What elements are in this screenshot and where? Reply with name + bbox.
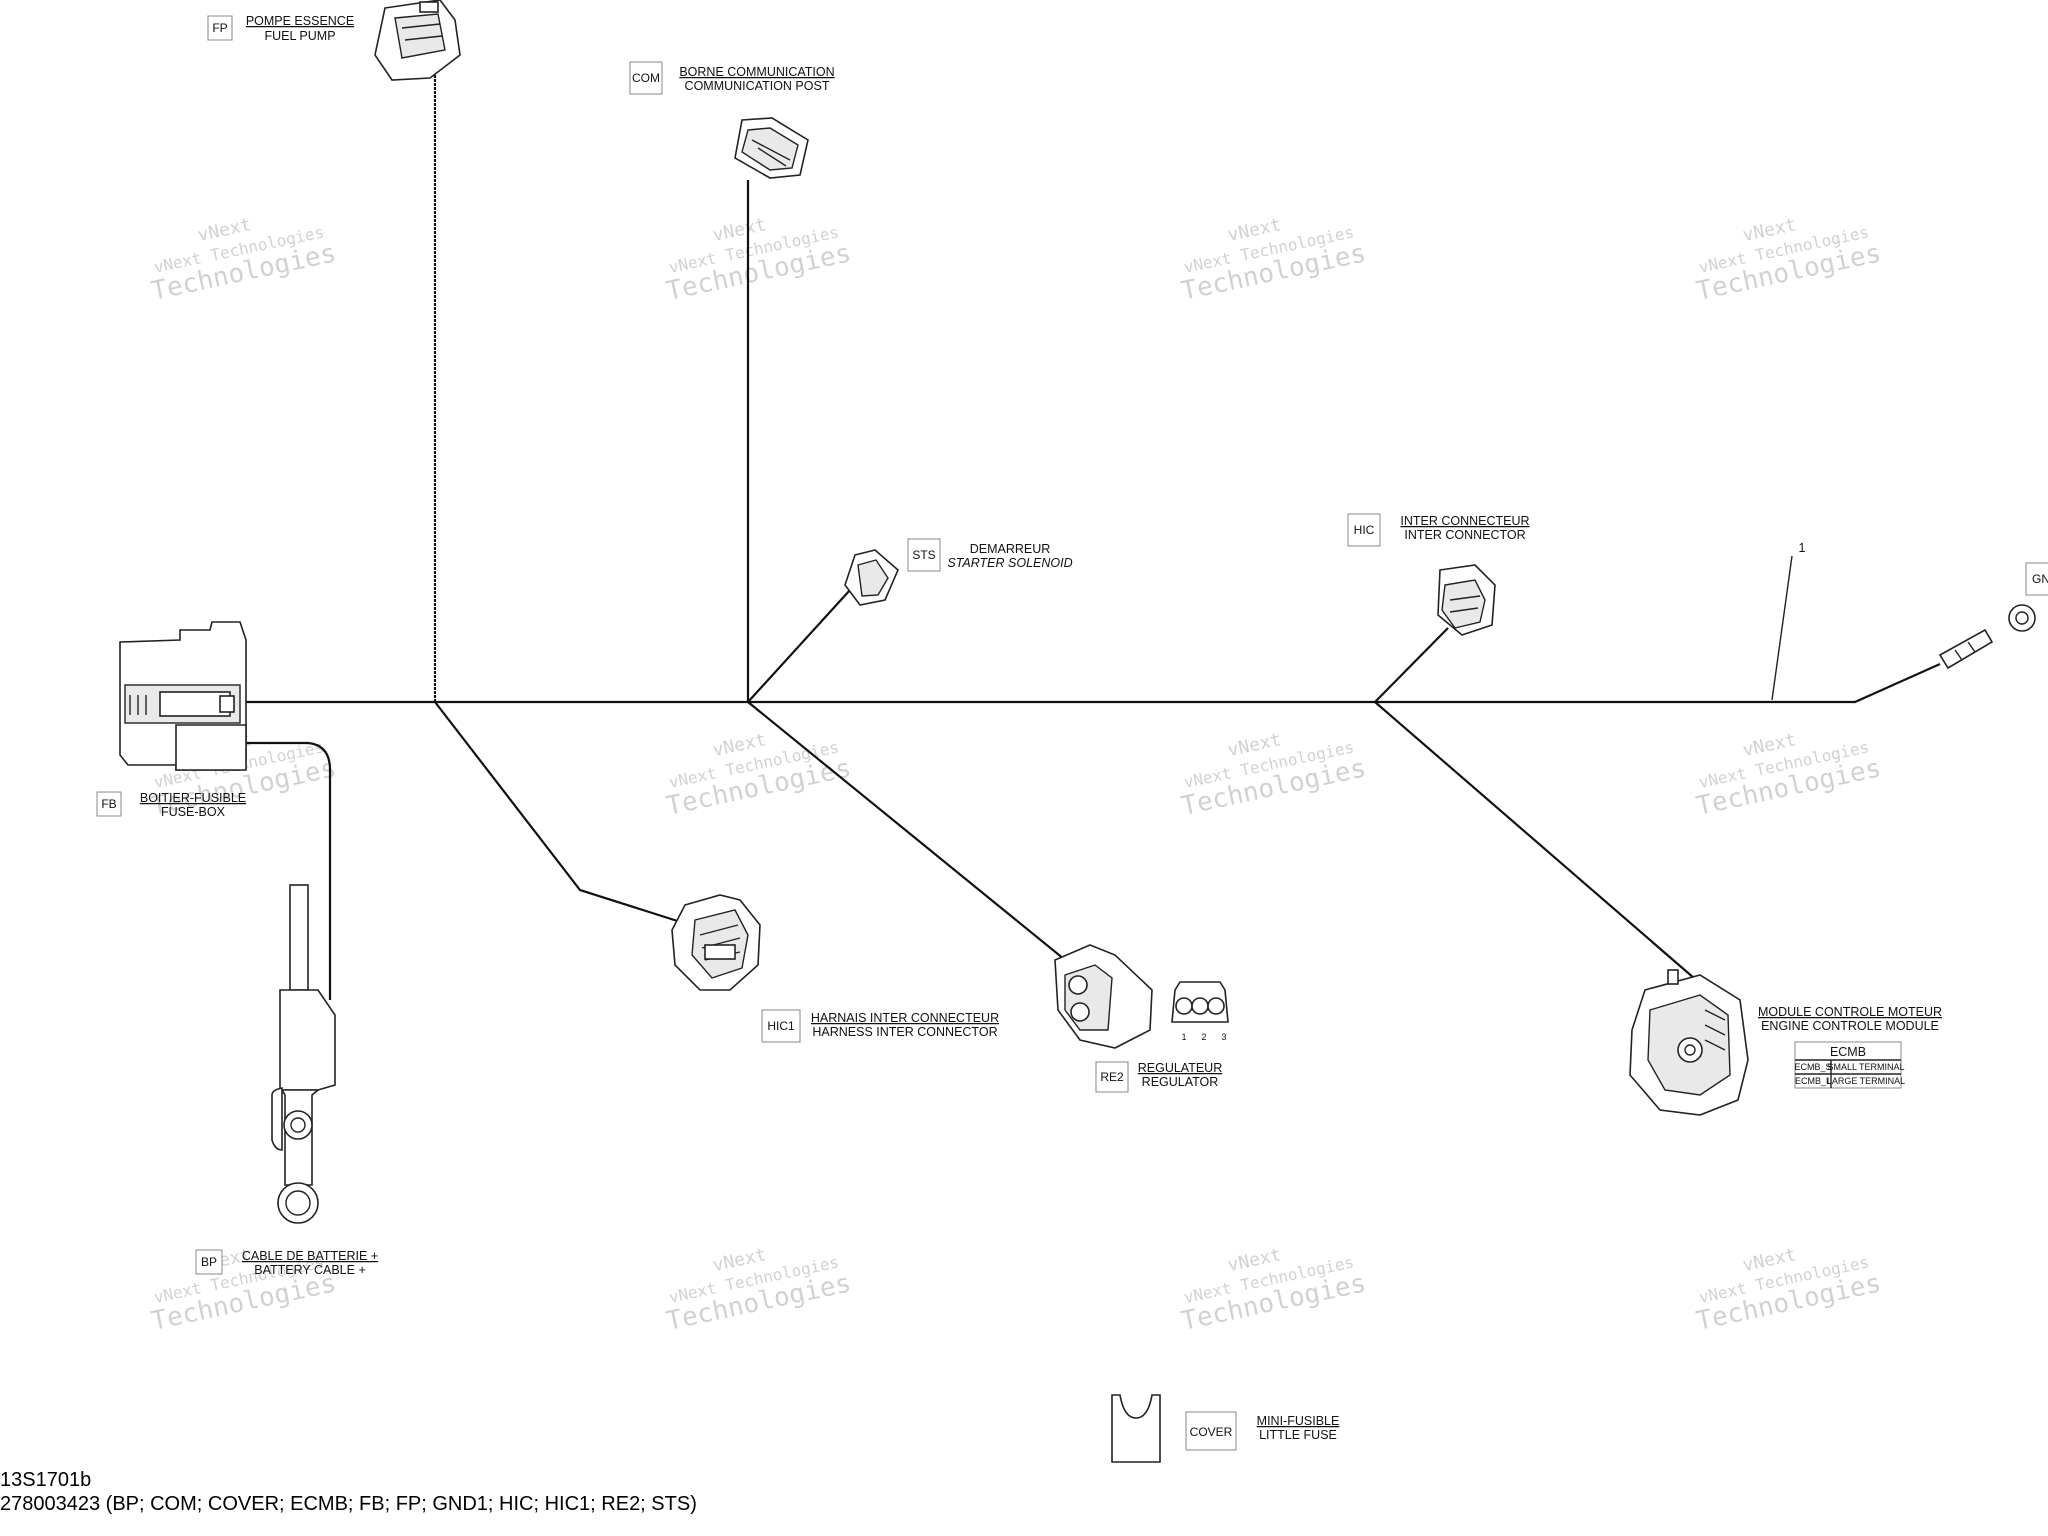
ecmb-name-fr: MODULE CONTROLE MOTEUR — [1758, 1005, 1942, 1019]
hic-name-fr: INTER CONNECTEUR — [1400, 514, 1529, 528]
main-trunk-wire — [245, 662, 1941, 704]
hic-code: HIC — [1354, 523, 1375, 537]
harness-wires — [243, 60, 1941, 1000]
fuel-pump-connector — [374, 0, 461, 81]
callout-number: 1 — [1799, 541, 1806, 555]
re2-pin-3: 3 — [1221, 1032, 1226, 1042]
fb-code-box — [96, 791, 122, 817]
re2-pin-1: 1 — [1181, 1032, 1186, 1042]
regulator-connector — [1054, 944, 1153, 1049]
watermark-6: vNext vNext Technologies Technologies — [664, 729, 854, 822]
starter-solenoid-connector — [844, 549, 899, 606]
regulator-branch-wire — [747, 701, 1076, 969]
bp-code-box — [195, 1249, 223, 1275]
engine-control-module — [1629, 969, 1749, 1116]
fuse-box — [119, 621, 247, 771]
watermark-1: vNext vNext Technologies Technologies — [149, 214, 339, 307]
watermark-11: vNext vNext Technologies Technologies — [1179, 1244, 1369, 1337]
starter-branch-wire — [747, 589, 851, 703]
watermark-10: vNext vNext Technologies Technologies — [664, 1244, 854, 1337]
watermark-12: vNext vNext Technologies Technologies — [1694, 1244, 1884, 1337]
fb-name-en: FUSE-BOX — [161, 805, 226, 819]
watermark-2: vNext vNext Technologies Technologies — [664, 214, 854, 307]
drawing-number: 13S1701b — [0, 1469, 91, 1491]
sts-code-box — [907, 538, 941, 572]
watermark-group: vNext vNext Technologies Technologies vN… — [149, 214, 1884, 1337]
hic1-name-fr: HARNAIS INTER CONNECTEUR — [811, 1011, 999, 1025]
mini-fuse — [1111, 1394, 1161, 1463]
inter-connector — [1437, 564, 1496, 636]
fb-name-fr: BOITIER-FUSIBLE — [140, 791, 246, 805]
ground-terminal — [1938, 604, 2036, 670]
cover-code: COVER — [1190, 1425, 1233, 1439]
ecmb-row-2-code: ECMB_L — [1795, 1076, 1831, 1086]
hic1-branch-wire — [434, 701, 691, 927]
hic-branch-wire — [1374, 627, 1449, 703]
ecmb-name-en: ENGINE CONTROLE MODULE — [1761, 1019, 1939, 1033]
bp-name-fr: CABLE DE BATTERIE + — [242, 1249, 378, 1263]
gnd-code-box — [2025, 562, 2048, 596]
gnd-code: GN — [2032, 572, 2048, 586]
sts-code: STS — [912, 548, 935, 562]
bp-name-en: BATTERY CABLE + — [254, 1263, 366, 1277]
bp-code: BP — [201, 1255, 217, 1269]
com-name-en: COMMUNICATION POST — [685, 79, 830, 93]
hic1-code: HIC1 — [767, 1019, 795, 1033]
hic-name-en: INTER CONNECTOR — [1404, 528, 1525, 542]
ecmb-row-1-code: ECMB_S — [1794, 1062, 1831, 1072]
hic-code-box — [1347, 513, 1381, 547]
callout-leader — [1771, 555, 1793, 701]
regulator-pinout: 1 2 3 — [1171, 981, 1229, 1042]
fb-code: FB — [101, 797, 116, 811]
watermark-8: vNext vNext Technologies Technologies — [1694, 729, 1884, 822]
com-connector — [734, 117, 809, 179]
watermark-4: vNext vNext Technologies Technologies — [1694, 214, 1884, 307]
watermark-7: vNext vNext Technologies Technologies — [1179, 729, 1369, 822]
battery-cable-wire — [243, 741, 332, 1000]
re2-name-fr: REGULATEUR — [1138, 1061, 1223, 1075]
hic1-name-en: HARNESS INTER CONNECTOR — [812, 1025, 997, 1039]
watermark-3: vNext vNext Technologies Technologies — [1179, 214, 1369, 307]
hic1-code-box — [761, 1009, 801, 1043]
ecmb-table-header: ECMB — [1830, 1045, 1866, 1059]
ecmb-row-1-desc: SMALL TERMINAL — [1827, 1062, 1904, 1072]
re2-pin-2: 2 — [1201, 1032, 1206, 1042]
ecm-branch-wire — [1374, 701, 1703, 986]
fp-name-en: FUEL PUMP — [264, 29, 335, 43]
battery-ring-terminal-icon — [283, 1110, 313, 1140]
cover-name-en: LITTLE FUSE — [1259, 1428, 1337, 1442]
watermark-9: vNext vNext Technologies Technologies — [149, 1244, 339, 1337]
ground-ring-icon — [2008, 604, 2036, 632]
cover-code-box — [1185, 1411, 1237, 1451]
sts-name-en: STARTER SOLENOID — [947, 556, 1072, 570]
com-code-box — [629, 61, 663, 95]
re2-name-en: REGULATOR — [1142, 1075, 1219, 1089]
fp-name-fr: POMPE ESSENCE — [246, 14, 354, 28]
battery-cable — [271, 884, 336, 1224]
ecmb-row-2-desc: LARGE TERMINAL — [1827, 1076, 1905, 1086]
harness-inter-connector — [671, 894, 761, 991]
part-number-list: 278003423 (BP; COM; COVER; ECMB; FB; FP;… — [0, 1493, 697, 1515]
re2-code-box — [1095, 1061, 1129, 1093]
fp-code: FP — [212, 21, 227, 35]
com-code: COM — [632, 71, 660, 85]
ecmb-terminal-table: ECMB ECMB_S SMALL TERMINAL ECMB_L LARGE … — [1794, 1041, 1905, 1089]
re2-code: RE2 — [1100, 1070, 1124, 1084]
com-name-fr: BORNE COMMUNICATION — [679, 65, 834, 79]
sts-name-fr: DEMARREUR — [970, 542, 1051, 556]
cover-name-fr: MINI-FUSIBLE — [1257, 1414, 1340, 1428]
fp-code-box — [207, 15, 233, 41]
